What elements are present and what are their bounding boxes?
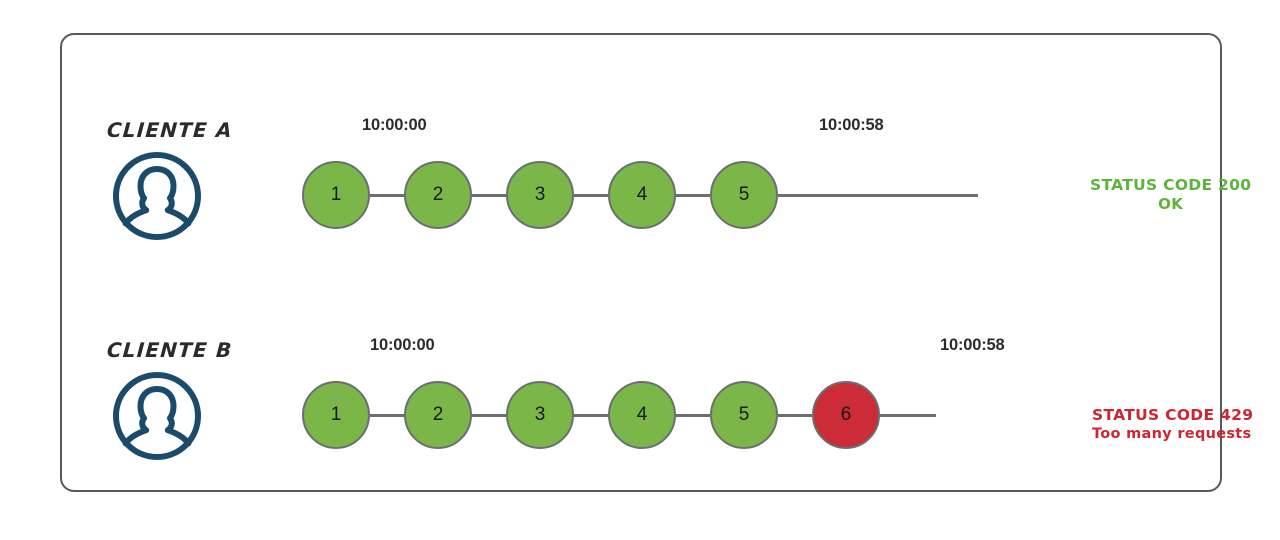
chain-connector xyxy=(778,413,812,417)
request-node[interactable]: 4 xyxy=(608,381,676,449)
status-badge-b: STATUS CODE 429 Too many requests xyxy=(1092,406,1253,444)
request-node[interactable]: 3 xyxy=(506,161,574,229)
chain-connector xyxy=(676,193,710,197)
request-node[interactable]: 2 xyxy=(404,161,472,229)
request-node[interactable]: 4 xyxy=(608,161,676,229)
chain-connector xyxy=(472,193,506,197)
user-avatar-icon xyxy=(107,370,207,462)
request-node[interactable]: 1 xyxy=(302,381,370,449)
request-node[interactable]: 6 xyxy=(812,381,880,449)
client-label-a: CLIENTE A xyxy=(106,118,234,142)
timestamp-start-a: 10:00:00 xyxy=(362,116,427,134)
chain-trailing-line xyxy=(778,193,978,197)
chain-connector xyxy=(472,413,506,417)
status-badge-a: STATUS CODE 200 OK xyxy=(1090,176,1251,214)
chain-trailing-line xyxy=(880,413,936,417)
status-code-a: STATUS CODE 200 xyxy=(1090,176,1252,194)
chain-connector xyxy=(370,413,404,417)
chain-connector xyxy=(574,413,608,417)
request-node[interactable]: 5 xyxy=(710,381,778,449)
chain-connector xyxy=(370,193,404,197)
user-avatar-icon xyxy=(107,150,207,242)
status-detail-b: Too many requests xyxy=(1092,426,1252,443)
status-code-b: STATUS CODE 429 xyxy=(1092,406,1254,424)
timestamp-end-b: 10:00:58 xyxy=(940,336,1005,354)
chain-connector xyxy=(574,193,608,197)
request-node[interactable]: 5 xyxy=(710,161,778,229)
client-label-b: CLIENTE B xyxy=(106,338,234,362)
request-node[interactable]: 3 xyxy=(506,381,574,449)
timestamp-end-a: 10:00:58 xyxy=(819,116,884,134)
status-detail-a: OK xyxy=(1158,195,1184,214)
request-node[interactable]: 2 xyxy=(404,381,472,449)
chain-connector xyxy=(676,413,710,417)
request-node[interactable]: 1 xyxy=(302,161,370,229)
timestamp-start-b: 10:00:00 xyxy=(370,336,435,354)
